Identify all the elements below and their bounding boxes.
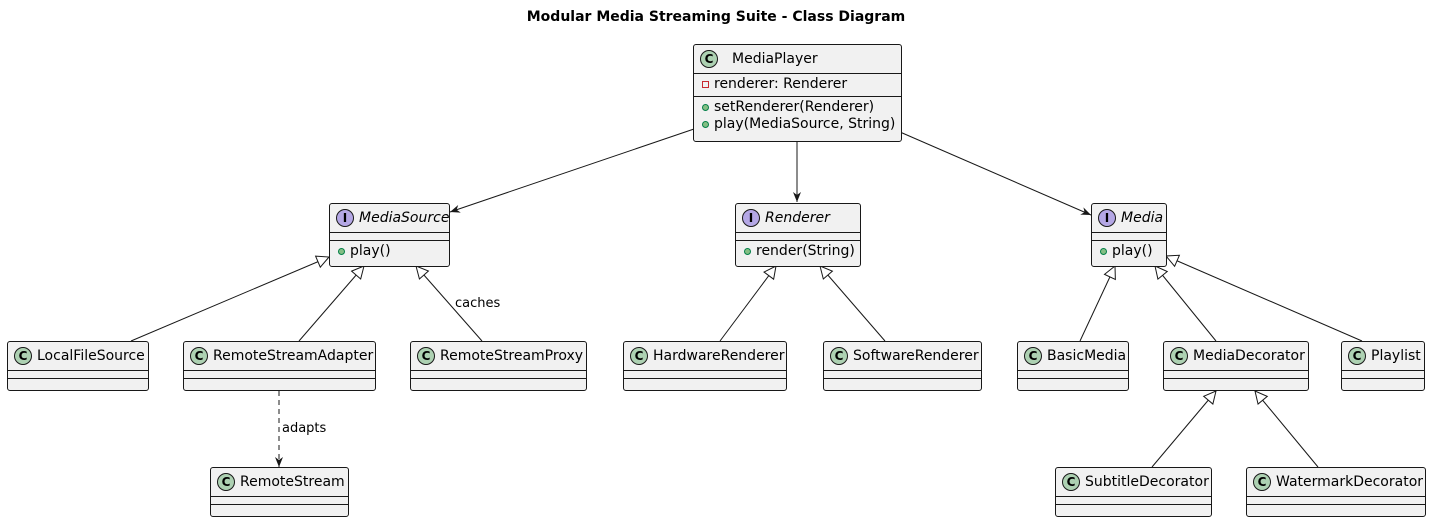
class-name: Playlist <box>1371 348 1421 364</box>
class-icon: C <box>1062 473 1080 491</box>
class-playlist[interactable]: C Playlist <box>1341 341 1425 391</box>
edge-playlist-media <box>1166 256 1363 342</box>
public-visibility-icon <box>702 121 709 128</box>
class-name: BasicMedia <box>1047 348 1127 364</box>
class-icon: C <box>1024 347 1042 365</box>
private-visibility-icon <box>702 81 709 88</box>
interface-renderer[interactable]: I Renderer render(String) <box>735 203 861 267</box>
methods-section: play() <box>1092 241 1166 263</box>
class-name: LocalFileSource <box>37 348 145 364</box>
interface-mediasource[interactable]: I MediaSource play() <box>329 203 450 267</box>
class-hardwarerenderer[interactable]: C HardwareRenderer <box>623 341 787 391</box>
class-remotestream[interactable]: C RemoteStream <box>210 467 349 517</box>
class-icon: C <box>1253 473 1271 491</box>
edge-remotestreamadapter-mediasource <box>298 266 364 342</box>
class-watermarkdecorator[interactable]: C WatermarkDecorator <box>1246 467 1426 517</box>
edge-label-adapts: adapts <box>282 421 327 436</box>
class-name: MediaPlayer <box>732 51 818 67</box>
class-name: Media <box>1121 210 1164 226</box>
class-name: MediaSource <box>359 210 450 226</box>
method: render(String) <box>756 243 855 259</box>
public-visibility-icon <box>338 248 345 255</box>
edge-mediaplayer-media <box>899 131 1092 216</box>
edge-basicmedia-media <box>1079 266 1115 342</box>
method: play(MediaSource, String) <box>714 116 896 132</box>
class-icon: C <box>1170 347 1188 365</box>
methods-section: play() <box>330 241 449 263</box>
edge-softwarerenderer-renderer <box>820 266 886 342</box>
methods-section: setRenderer(Renderer) play(MediaSource, … <box>694 97 901 136</box>
class-mediadecorator[interactable]: C MediaDecorator <box>1163 341 1309 391</box>
methods-section: render(String) <box>736 241 860 263</box>
diagram-title: Modular Media Streaming Suite - Class Di… <box>526 9 906 25</box>
edge-localfilesource-mediasource <box>130 257 329 342</box>
interface-media[interactable]: I Media play() <box>1091 203 1167 267</box>
class-name: WatermarkDecorator <box>1276 474 1424 490</box>
class-remotestreamadapter[interactable]: C RemoteStreamAdapter <box>183 341 376 391</box>
edge-remotestreamproxy-mediasource <box>416 266 483 342</box>
class-icon: C <box>1348 347 1366 365</box>
class-name: RemoteStreamProxy <box>440 348 584 364</box>
class-basicmedia[interactable]: C BasicMedia <box>1017 341 1129 391</box>
edge-watermarkdecorator-mediadecorator <box>1255 391 1319 468</box>
public-visibility-icon <box>1100 248 1107 255</box>
class-icon: C <box>830 347 848 365</box>
public-visibility-icon <box>702 104 709 111</box>
edge-mediaplayer-mediasource <box>449 128 695 213</box>
public-visibility-icon <box>744 248 751 255</box>
fields-section: renderer: Renderer <box>694 74 901 97</box>
class-icon: C <box>217 473 235 491</box>
class-name: SubtitleDecorator <box>1085 474 1209 490</box>
class-name: SoftwareRenderer <box>853 348 979 364</box>
class-icon: C <box>630 347 648 365</box>
class-icon: C <box>190 347 208 365</box>
method: play() <box>350 243 391 259</box>
edge-label-caches: caches <box>455 296 501 311</box>
edge-mediadecorator-media <box>1155 266 1217 342</box>
edge-subtitledecorator-mediadecorator <box>1151 391 1216 468</box>
class-name: MediaDecorator <box>1193 348 1305 364</box>
field: renderer: Renderer <box>714 76 848 92</box>
interface-icon: I <box>336 209 354 227</box>
class-mediaplayer[interactable]: C MediaPlayer renderer: Renderer setRend… <box>693 44 902 142</box>
edge-hardwarerenderer-renderer <box>719 266 776 342</box>
class-name: RemoteStreamAdapter <box>213 348 374 364</box>
class-icon: C <box>14 347 32 365</box>
class-subtitledecorator[interactable]: C SubtitleDecorator <box>1055 467 1212 517</box>
class-softwarerenderer[interactable]: C SoftwareRenderer <box>823 341 982 391</box>
class-name: RemoteStream <box>240 474 345 490</box>
class-name: Renderer <box>765 210 830 226</box>
class-localfilesource[interactable]: C LocalFileSource <box>7 341 149 391</box>
method: play() <box>1112 243 1153 259</box>
class-icon: C <box>700 50 718 68</box>
class-icon: C <box>417 347 435 365</box>
class-remotestreamproxy[interactable]: C RemoteStreamProxy <box>410 341 587 391</box>
method: setRenderer(Renderer) <box>714 99 875 115</box>
interface-icon: I <box>1098 209 1116 227</box>
class-name: HardwareRenderer <box>653 348 785 364</box>
interface-icon: I <box>742 209 760 227</box>
